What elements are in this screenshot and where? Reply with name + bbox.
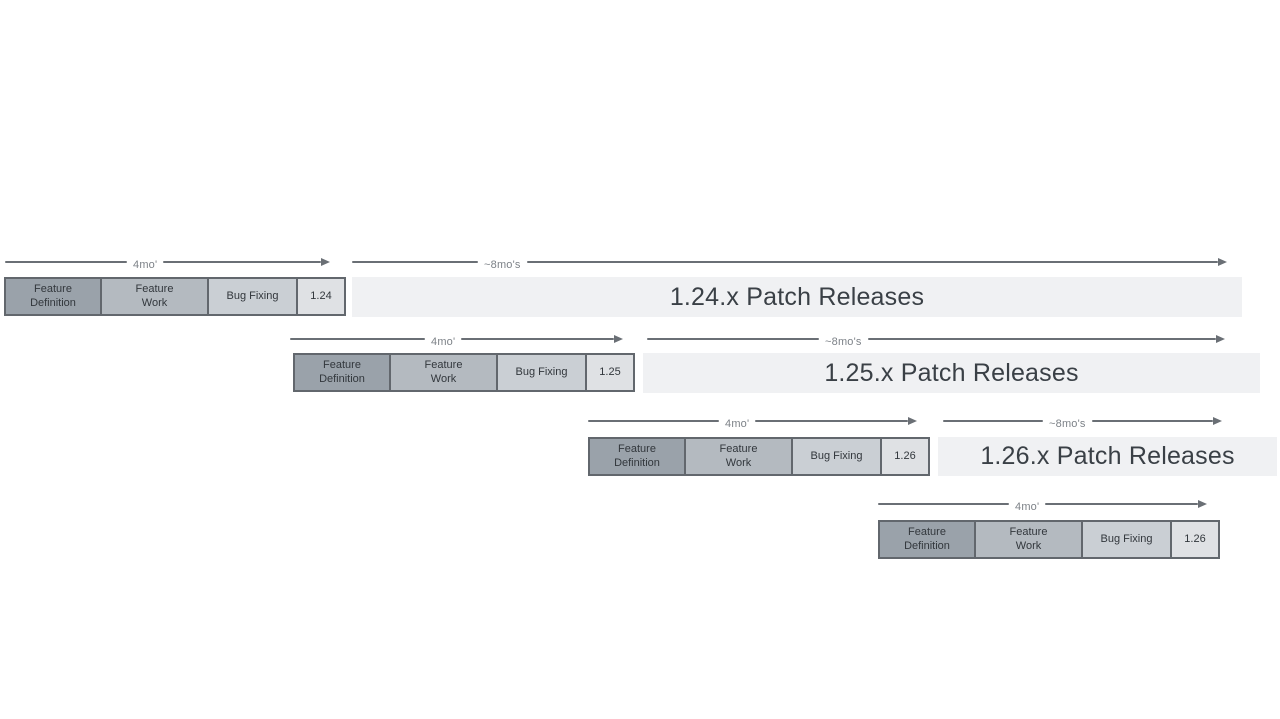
arrow-line <box>867 338 1216 340</box>
patch-releases-bar: 1.24.x Patch Releases <box>352 277 1242 317</box>
patch-releases-bar: 1.25.x Patch Releases <box>643 353 1260 393</box>
arrowhead-icon <box>321 258 330 266</box>
version-box: 1.26 <box>880 437 930 476</box>
dev-duration-arrow: 4mo' <box>5 256 330 271</box>
phase-label: Feature Definition <box>614 442 660 469</box>
arrowhead-icon <box>1198 500 1207 508</box>
version-label: 1.26 <box>1184 532 1206 545</box>
release-phase-boxes: Feature Definition Feature Work Bug Fixi… <box>878 520 1220 559</box>
phase-box-feature-work: Feature Work <box>389 353 498 392</box>
phase-box-feature-definition: Feature Definition <box>878 520 976 559</box>
dev-duration-arrow: 4mo' <box>878 498 1207 513</box>
patch-duration-label: ~8mo's <box>825 336 862 348</box>
arrow-line <box>352 261 478 263</box>
dev-duration-label: 4mo' <box>133 259 158 271</box>
dev-duration-arrow: 4mo' <box>290 333 623 348</box>
arrow-line <box>1045 503 1198 505</box>
arrowhead-icon <box>614 335 623 343</box>
phase-label: Feature Definition <box>30 282 76 309</box>
patch-releases-bar: 1.26.x Patch Releases <box>938 437 1277 476</box>
dev-duration-label: 4mo' <box>725 418 750 430</box>
arrowhead-icon <box>1218 258 1227 266</box>
phase-box-bug-fixing: Bug Fixing <box>496 353 587 392</box>
version-box: 1.24 <box>296 277 346 316</box>
phase-label: Feature Work <box>719 442 758 469</box>
arrow-line <box>878 503 1009 505</box>
arrow-line <box>526 261 1218 263</box>
arrowhead-icon <box>1213 417 1222 425</box>
version-label: 1.24 <box>310 289 332 302</box>
patch-duration-arrow: ~8mo's <box>352 256 1227 271</box>
arrow-line <box>943 420 1043 422</box>
phase-label: Feature Definition <box>319 358 365 385</box>
version-box: 1.26 <box>1170 520 1220 559</box>
phase-box-feature-work: Feature Work <box>100 277 209 316</box>
phase-label: Feature Work <box>424 358 463 385</box>
phase-label: Bug Fixing <box>810 449 863 462</box>
dev-duration-label: 4mo' <box>1015 501 1040 513</box>
arrow-line <box>647 338 819 340</box>
release-phase-boxes: Feature Definition Feature Work Bug Fixi… <box>588 437 930 476</box>
dev-duration-arrow: 4mo' <box>588 415 917 430</box>
version-label: 1.25 <box>599 365 621 378</box>
arrow-line <box>461 338 614 340</box>
patch-duration-label: ~8mo's <box>1049 418 1086 430</box>
phase-label: Feature Definition <box>904 525 950 552</box>
phase-box-feature-definition: Feature Definition <box>588 437 686 476</box>
phase-box-feature-work: Feature Work <box>684 437 793 476</box>
arrowhead-icon <box>908 417 917 425</box>
arrow-line <box>5 261 127 263</box>
patch-bar-label: 1.24.x Patch Releases <box>669 282 925 311</box>
patch-duration-arrow: ~8mo's <box>943 415 1222 430</box>
arrowhead-icon <box>1216 335 1225 343</box>
phase-label: Bug Fixing <box>515 365 568 378</box>
arrow-line <box>290 338 425 340</box>
patch-duration-label: ~8mo's <box>484 259 521 271</box>
phase-box-feature-definition: Feature Definition <box>293 353 391 392</box>
phase-box-feature-definition: Feature Definition <box>4 277 102 316</box>
arrow-line <box>163 261 321 263</box>
phase-box-bug-fixing: Bug Fixing <box>207 277 298 316</box>
patch-bar-label: 1.26.x Patch Releases <box>980 442 1235 470</box>
arrow-line <box>755 420 908 422</box>
release-phase-boxes: Feature Definition Feature Work Bug Fixi… <box>293 353 635 392</box>
patch-bar-label: 1.25.x Patch Releases <box>824 358 1079 387</box>
version-box: 1.25 <box>585 353 635 392</box>
patch-duration-arrow: ~8mo's <box>647 333 1225 348</box>
phase-label: Feature Work <box>1009 525 1048 552</box>
release-phase-boxes: Feature Definition Feature Work Bug Fixi… <box>4 277 346 316</box>
phase-box-bug-fixing: Bug Fixing <box>791 437 882 476</box>
arrow-line <box>1091 420 1213 422</box>
phase-box-bug-fixing: Bug Fixing <box>1081 520 1172 559</box>
version-label: 1.26 <box>894 449 916 462</box>
dev-duration-label: 4mo' <box>431 336 456 348</box>
phase-label: Bug Fixing <box>1100 532 1153 545</box>
arrow-line <box>588 420 719 422</box>
phase-box-feature-work: Feature Work <box>974 520 1083 559</box>
phase-label: Feature Work <box>135 282 174 309</box>
phase-label: Bug Fixing <box>226 289 279 302</box>
